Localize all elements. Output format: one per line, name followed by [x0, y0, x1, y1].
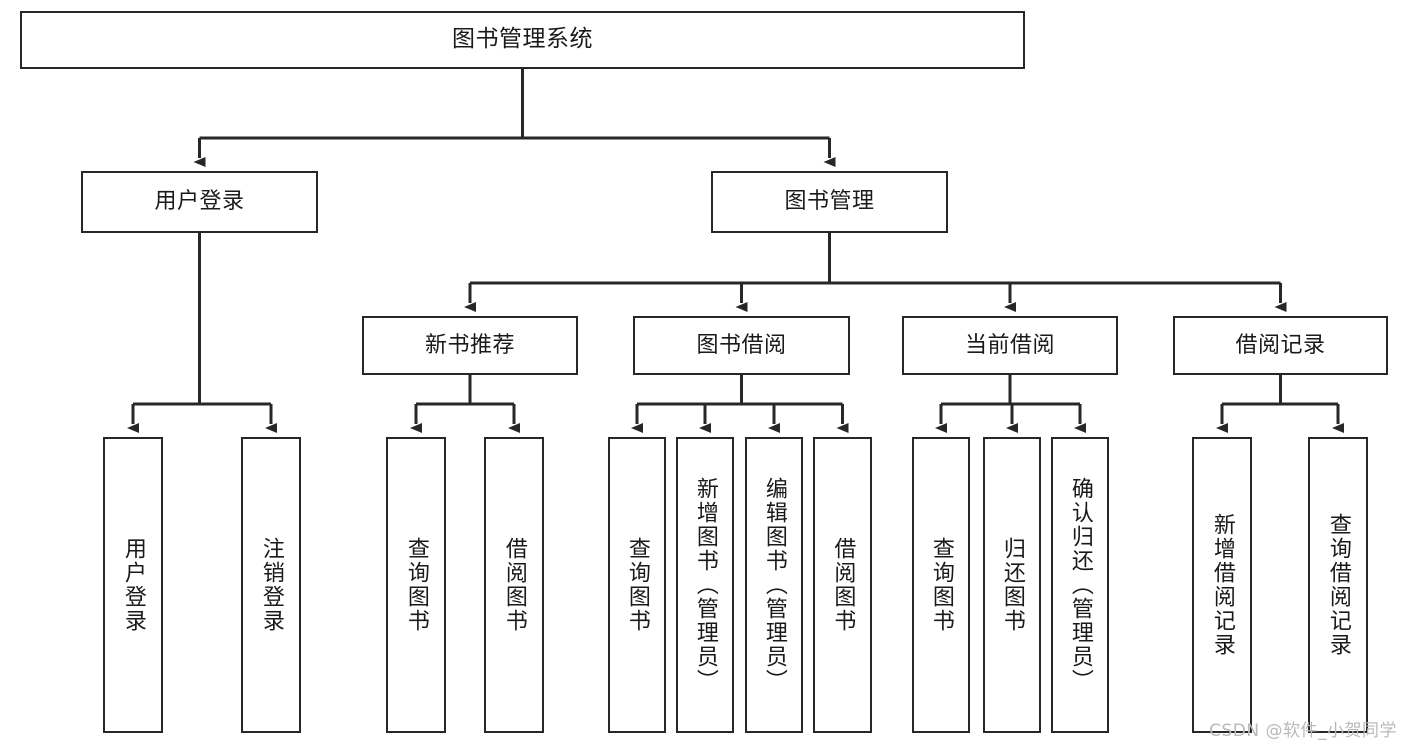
node-leaf-query-book-3[interactable]: 查询图书: [912, 437, 970, 733]
node-leaf-borrow-book-2[interactable]: 借阅图书: [813, 437, 872, 733]
node-leaf-add-record[interactable]: 新增借阅记录: [1192, 437, 1252, 733]
node-leaf-query-book-1[interactable]: 查询图书: [386, 437, 446, 733]
node-label: 查询借阅记录: [1325, 513, 1351, 657]
node-label: 借阅图书: [501, 537, 527, 633]
node-leaf-logout[interactable]: 注销登录: [241, 437, 301, 733]
node-label: 确认归还（管理员）: [1067, 477, 1093, 693]
node-label: 图书管理: [784, 189, 875, 215]
node-label: 借阅图书: [830, 537, 856, 633]
node-label: 借阅记录: [1235, 332, 1326, 358]
node-current-borrow[interactable]: 当前借阅: [902, 316, 1118, 375]
node-leaf-user-login[interactable]: 用户登录: [103, 437, 163, 733]
node-leaf-query-record[interactable]: 查询借阅记录: [1308, 437, 1368, 733]
node-label: 编辑图书（管理员）: [761, 477, 787, 693]
node-label: 查询图书: [403, 537, 429, 633]
node-new-book-recommend[interactable]: 新书推荐: [362, 316, 578, 375]
node-leaf-borrow-book-1[interactable]: 借阅图书: [484, 437, 544, 733]
node-label: 注销登录: [258, 537, 284, 633]
node-user-login[interactable]: 用户登录: [81, 171, 318, 233]
node-label: 查询图书: [624, 537, 650, 633]
node-book-borrow[interactable]: 图书借阅: [633, 316, 850, 375]
node-label: 查询图书: [928, 537, 954, 633]
node-borrow-record[interactable]: 借阅记录: [1173, 316, 1388, 375]
node-label: 用户登录: [154, 189, 245, 215]
node-label: 图书借阅: [696, 332, 787, 358]
node-leaf-confirm-return[interactable]: 确认归还（管理员）: [1051, 437, 1109, 733]
node-leaf-add-book[interactable]: 新增图书（管理员）: [676, 437, 734, 733]
node-label: 归还图书: [999, 537, 1025, 633]
node-label: 新增图书（管理员）: [692, 477, 718, 693]
node-label: 新增借阅记录: [1209, 513, 1235, 657]
node-label: 图书管理系统: [452, 26, 593, 53]
node-book-manage[interactable]: 图书管理: [711, 171, 948, 233]
node-label: 新书推荐: [424, 332, 515, 358]
node-leaf-return-book[interactable]: 归还图书: [983, 437, 1041, 733]
node-label: 用户登录: [120, 537, 146, 633]
node-leaf-edit-book[interactable]: 编辑图书（管理员）: [745, 437, 803, 733]
node-label: 当前借阅: [964, 332, 1055, 358]
node-root[interactable]: 图书管理系统: [20, 11, 1025, 69]
node-leaf-query-book-2[interactable]: 查询图书: [608, 437, 666, 733]
